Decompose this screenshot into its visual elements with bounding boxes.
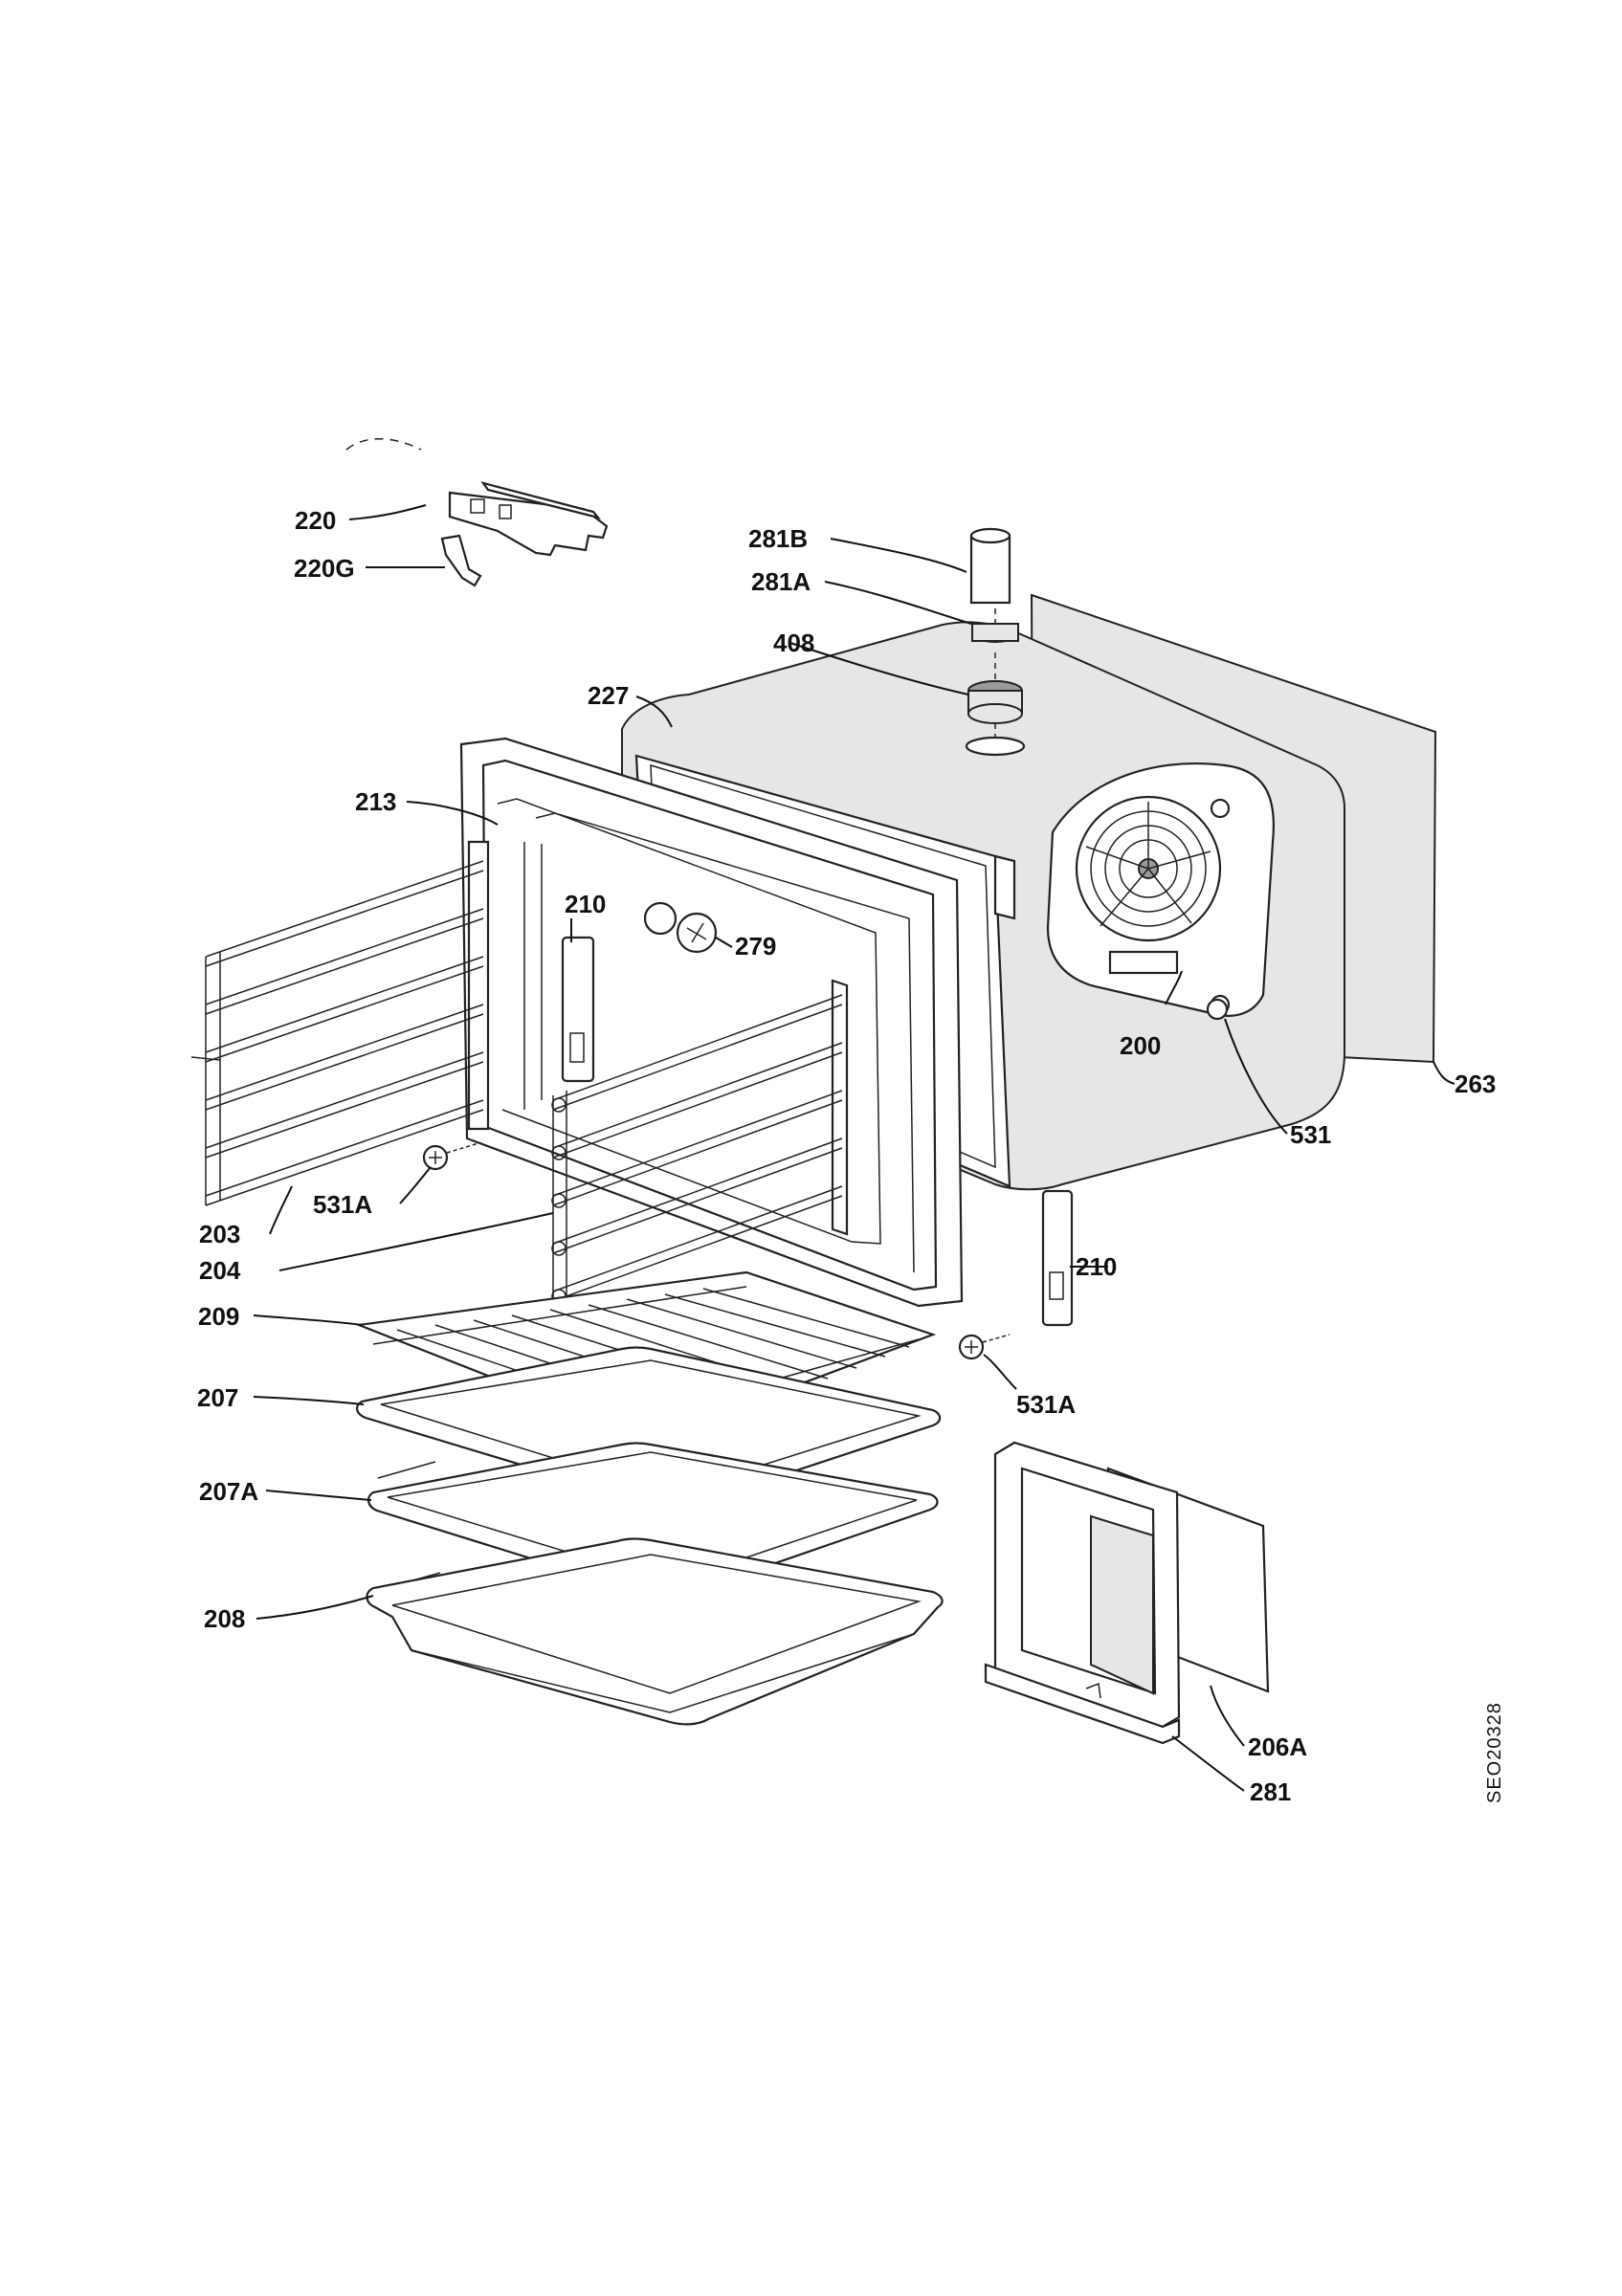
part-206A-281-liner bbox=[984, 1441, 1270, 1745]
label-263: 263 bbox=[1455, 1070, 1496, 1098]
part-210-upper-runner bbox=[561, 936, 595, 1083]
label-281A: 281A bbox=[751, 567, 811, 596]
label-209: 209 bbox=[198, 1302, 239, 1331]
label-531: 531 bbox=[1290, 1120, 1331, 1149]
label-210-lower: 210 bbox=[1076, 1252, 1117, 1281]
label-281: 281 bbox=[1250, 1777, 1291, 1806]
callout-labels: 220 220G 281B 281A 408 227 213 210 279 2… bbox=[197, 506, 1505, 1806]
label-200: 200 bbox=[1120, 1031, 1161, 1060]
label-281B: 281B bbox=[748, 524, 808, 553]
part-210-lower-runner bbox=[1041, 1189, 1074, 1327]
label-207: 207 bbox=[197, 1383, 238, 1412]
part-208-deep-pan bbox=[366, 1537, 944, 1726]
part-531-screws bbox=[422, 998, 1229, 1360]
label-227: 227 bbox=[588, 681, 629, 710]
label-408: 408 bbox=[773, 629, 814, 657]
label-203: 203 bbox=[199, 1220, 240, 1248]
leader-lines bbox=[253, 504, 1455, 1792]
label-213: 213 bbox=[355, 787, 396, 816]
label-206A: 206A bbox=[1248, 1733, 1307, 1761]
label-207A: 207A bbox=[199, 1477, 258, 1506]
part-220-bracket bbox=[345, 438, 609, 587]
label-531A-lower: 531A bbox=[1016, 1390, 1076, 1419]
label-279: 279 bbox=[735, 932, 776, 960]
label-220G: 220G bbox=[294, 554, 355, 583]
part-279-lamp bbox=[643, 901, 718, 954]
part-203-left-runners bbox=[190, 840, 490, 1206]
label-208: 208 bbox=[204, 1604, 245, 1633]
label-210-upper: 210 bbox=[565, 890, 606, 918]
part-207A-flat-tray bbox=[367, 1442, 939, 1600]
label-531A-upper: 531A bbox=[313, 1190, 372, 1219]
label-204: 204 bbox=[199, 1256, 241, 1285]
drawing-code: SEO20328 bbox=[1484, 1702, 1505, 1803]
label-220: 220 bbox=[295, 506, 336, 535]
